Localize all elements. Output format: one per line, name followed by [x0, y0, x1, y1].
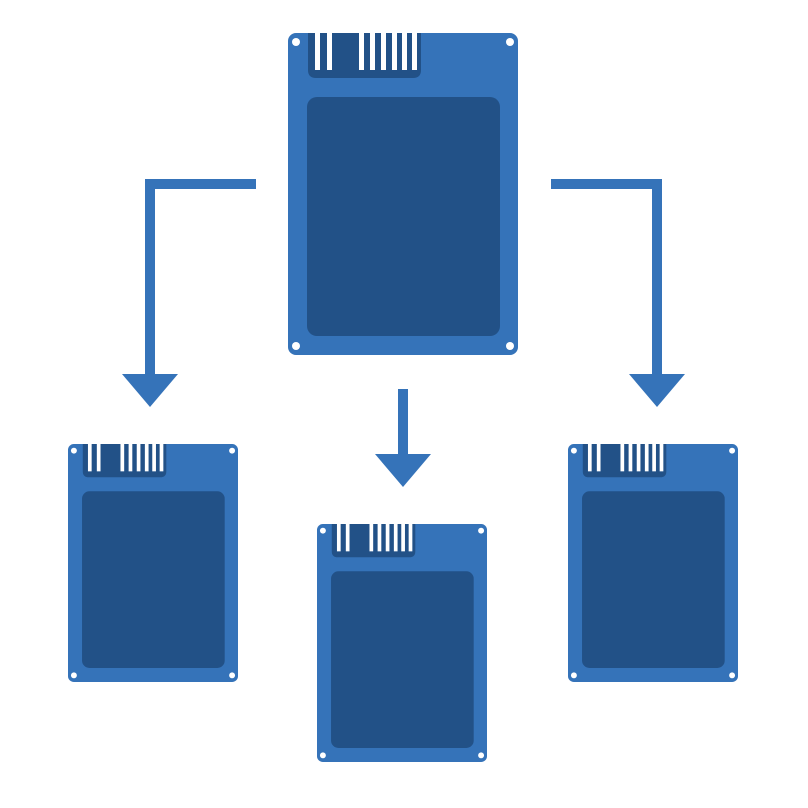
screw-hole — [292, 38, 300, 46]
connector-pin — [596, 444, 601, 472]
connector-pin — [96, 444, 101, 472]
connector-pin — [659, 444, 664, 472]
connector-pin — [370, 33, 375, 70]
connector-pin — [136, 444, 141, 472]
arrow-left — [122, 179, 256, 407]
arrow-left-line — [145, 179, 256, 376]
connector-pin — [628, 444, 633, 472]
connector-pin — [644, 444, 649, 472]
screw-hole — [729, 447, 736, 454]
drive-label-panel — [82, 491, 225, 668]
target-drive-right — [568, 444, 738, 682]
arrow-right-head — [629, 374, 685, 407]
screw-hole — [319, 527, 326, 534]
screw-hole — [478, 752, 485, 759]
screw-hole — [570, 672, 577, 679]
screw-hole — [319, 752, 326, 759]
drives-layer — [68, 33, 738, 762]
connector-pin — [377, 524, 382, 552]
screw-hole — [570, 447, 577, 454]
connector-pin — [327, 33, 332, 70]
connector-pin — [402, 33, 407, 70]
connector-pin — [401, 524, 405, 552]
screw-hole — [292, 342, 300, 350]
connector-pin — [128, 444, 133, 472]
arrow-right-line — [551, 179, 662, 376]
screw-hole — [729, 672, 736, 679]
arrow-center-head — [375, 454, 431, 487]
connector-pin — [159, 444, 164, 472]
connector-pin — [369, 524, 374, 552]
connector-pin — [120, 444, 125, 472]
screw-hole — [506, 342, 514, 350]
connector-pin — [393, 524, 398, 552]
screw-hole — [478, 527, 485, 534]
screw-hole — [229, 447, 236, 454]
connector-pin — [381, 33, 386, 70]
connector-pin — [412, 33, 417, 70]
connector-pin — [144, 444, 149, 472]
connector-pin — [587, 444, 592, 472]
arrow-left-head — [122, 374, 178, 407]
connector-pin — [345, 524, 350, 552]
connector-pin — [652, 444, 656, 472]
screw-hole — [70, 447, 77, 454]
connector-pin — [315, 33, 320, 70]
connector-pin — [392, 33, 397, 70]
connector-pin — [87, 444, 92, 472]
arrow-center — [375, 389, 431, 487]
arrow-right — [551, 179, 685, 407]
connector-pin — [408, 524, 413, 552]
connector-pin — [385, 524, 390, 552]
source-drive — [288, 33, 518, 355]
target-drive-left — [68, 444, 239, 682]
screw-hole — [70, 672, 77, 679]
connector-pin — [336, 524, 341, 552]
connector-pin — [359, 33, 364, 70]
connector-pin — [152, 444, 156, 472]
screw-hole — [229, 672, 236, 679]
drive-label-panel — [582, 491, 725, 668]
connector-pin — [636, 444, 641, 472]
screw-hole — [506, 38, 514, 46]
drive-label-panel — [331, 571, 474, 748]
target-drive-center — [317, 524, 487, 762]
drive-label-panel — [307, 97, 500, 336]
connector-pin — [620, 444, 625, 472]
